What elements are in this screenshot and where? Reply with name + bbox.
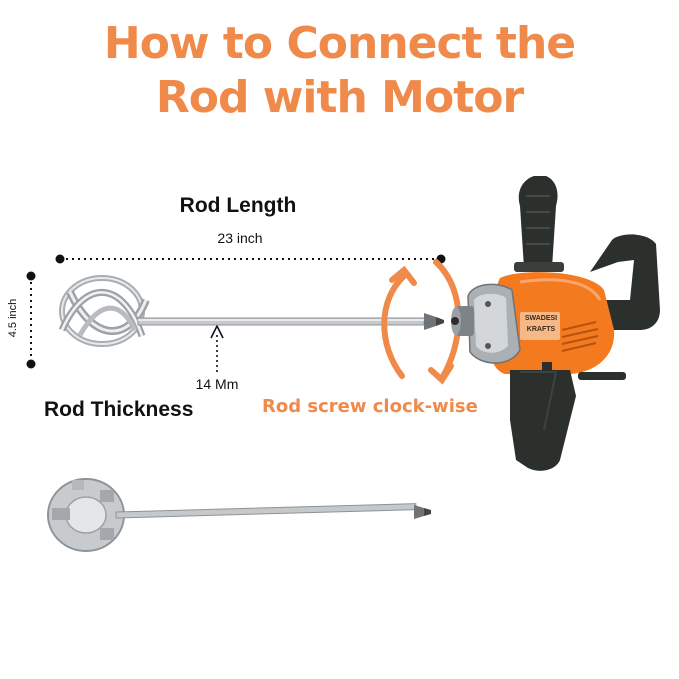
clockwise-arrows-icon [381,259,462,385]
diameter-value: 4.5 inch [7,298,19,338]
disc-mixing-paddle [47,478,431,552]
brand-text-line-2: KRAFTS [526,326,556,333]
rod-length-value: 23 inch [217,230,263,246]
thickness-pointer-line [210,324,224,372]
diameter-dimension-line [26,271,36,369]
rod-length-label: Rod Length [179,194,297,217]
title-line-1: How to Connect the [103,18,576,69]
helix-mixing-paddle [58,275,444,347]
screw-direction-label: Rod screw clock-wise [262,396,478,417]
thickness-value: 14 Mm [195,376,239,392]
rod-thickness-label: Rod Thickness [44,398,194,421]
brand-text-line-1: SWADESI [524,315,558,322]
title-line-2: Rod with Motor [155,72,524,123]
length-dimension-line [55,254,446,264]
mixer-drill-motor [451,176,660,471]
